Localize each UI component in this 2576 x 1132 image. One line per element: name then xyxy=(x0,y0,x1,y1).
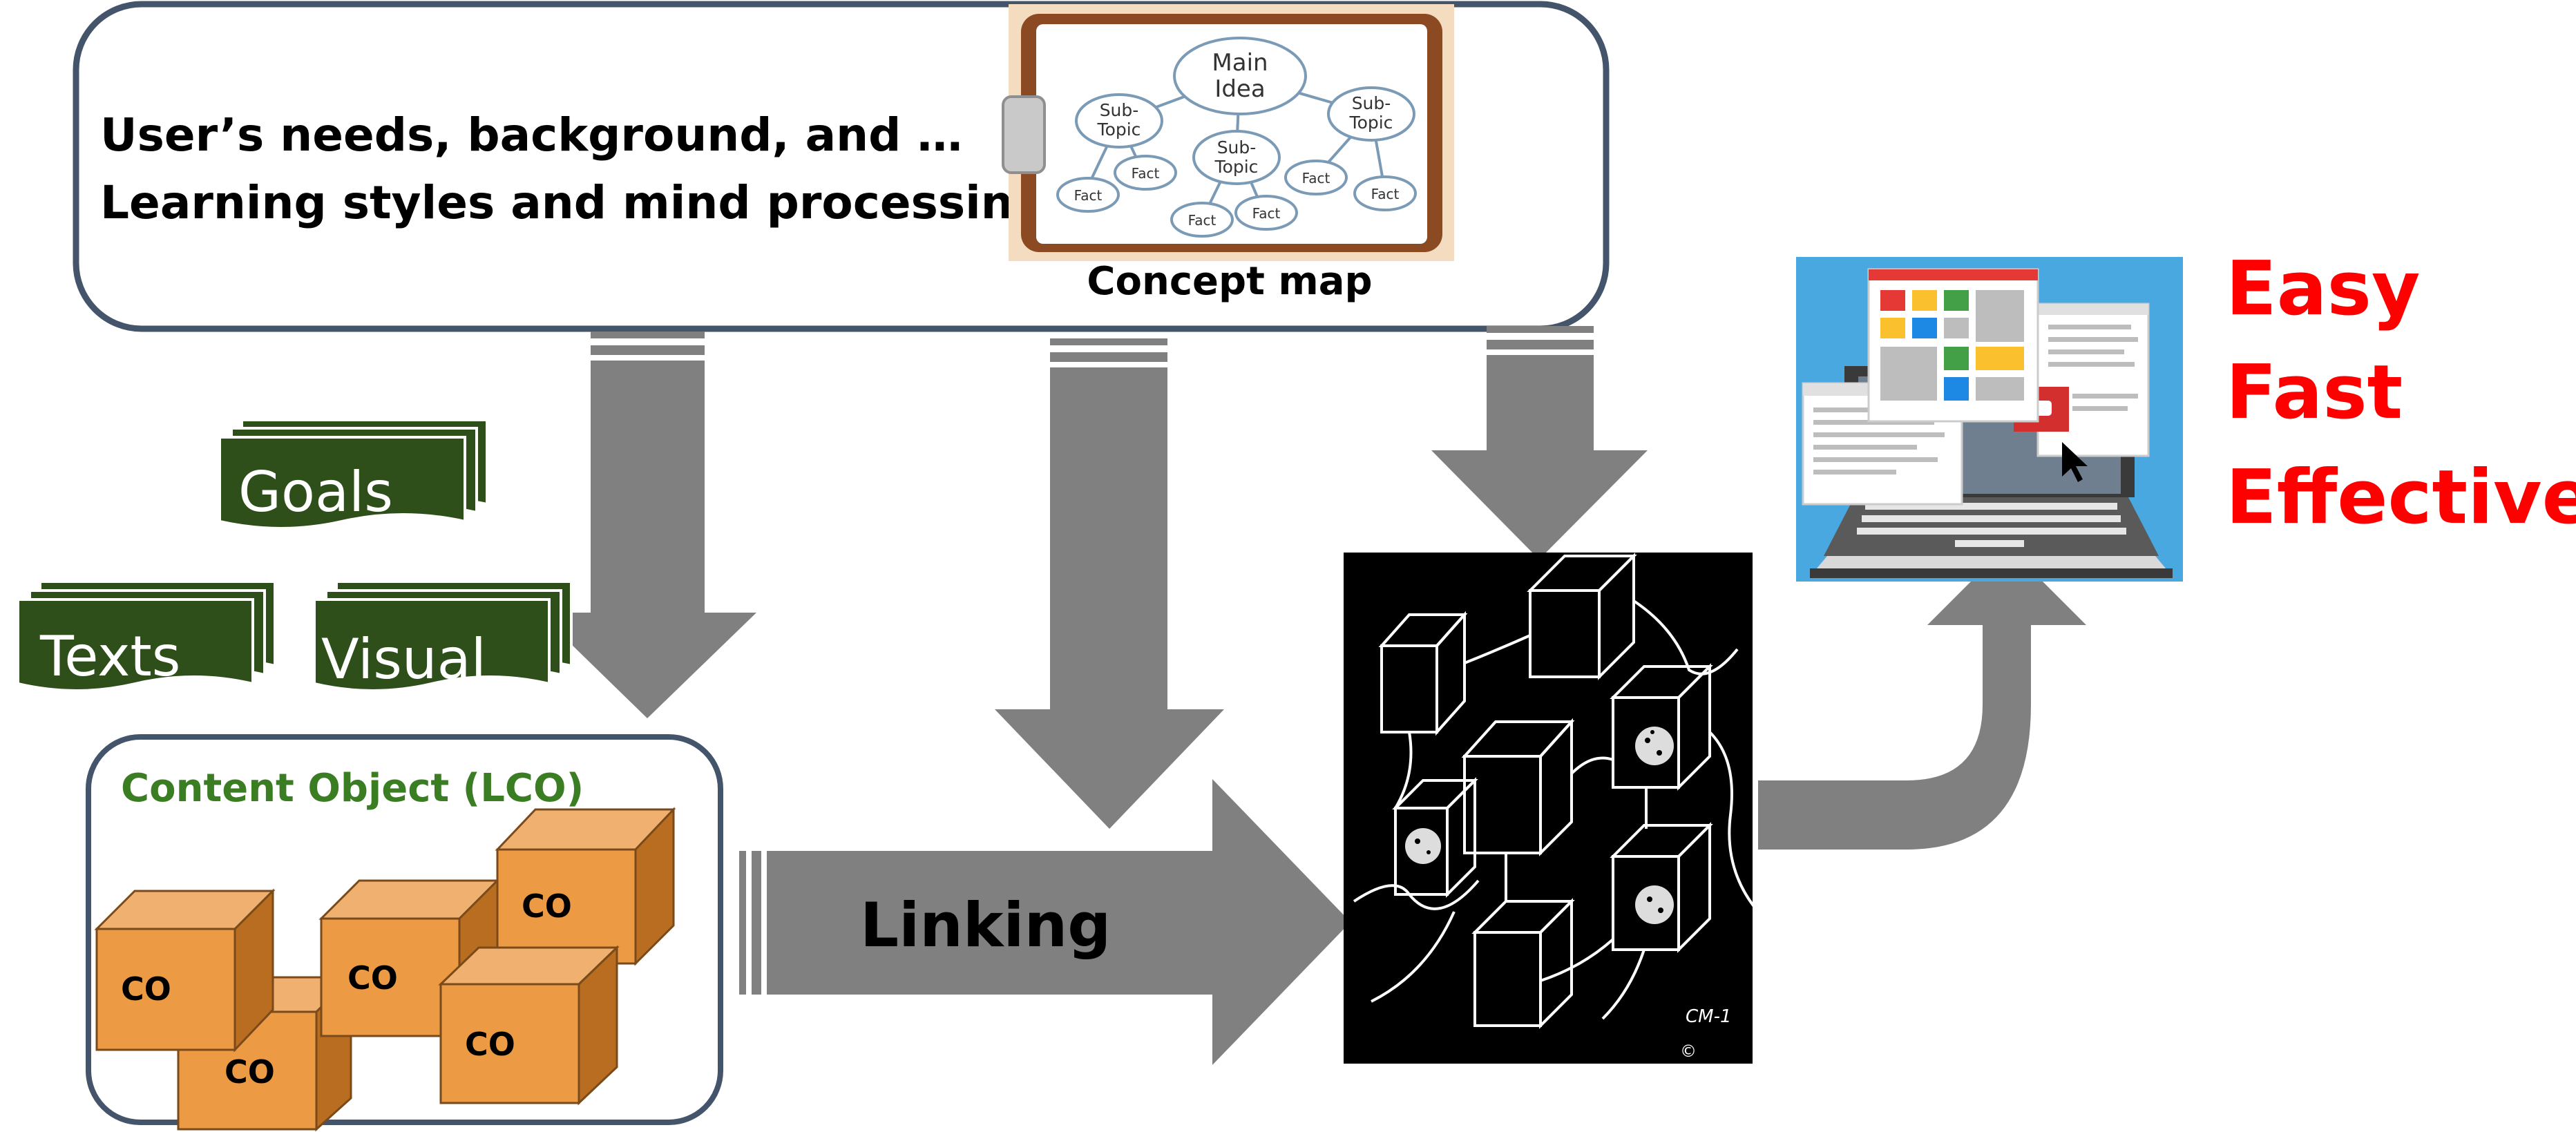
linking-label: Linking xyxy=(860,890,1111,961)
curved-arrow-to-laptop xyxy=(1758,546,2086,850)
concept-fact-3: Fact xyxy=(1188,212,1217,229)
outcome-easy: Easy xyxy=(2226,246,2420,332)
co-cubes: CO CO CO CO CO xyxy=(94,807,676,1132)
visual-tile: Visual xyxy=(313,580,573,692)
laptop-illustration xyxy=(1796,257,2183,582)
concept-fact-6: Fact xyxy=(1371,186,1400,202)
sketch-label-1: CM-1 xyxy=(1686,1006,1732,1027)
co-cube-2: CO xyxy=(94,888,276,1053)
concept-fact-4: Fact xyxy=(1252,205,1281,222)
linking-arrow xyxy=(739,779,1351,1065)
goals-tile: Goals xyxy=(218,419,488,530)
sketch-label-2: © xyxy=(1680,1042,1697,1061)
concept-subtopic-right-line1: Sub- xyxy=(1352,93,1391,113)
visual-label: Visual xyxy=(321,627,486,691)
content-object-title: Content Object (LCO) xyxy=(121,766,584,811)
goals-label: Goals xyxy=(238,460,393,524)
concept-main-idea-line1: Main xyxy=(1212,49,1268,77)
co-cube-4-label: CO xyxy=(522,888,572,925)
co-cube-5-label: CO xyxy=(465,1026,515,1063)
concept-map-illustration: Main Idea Sub- Topic Sub- Topic Sub- Top… xyxy=(1002,4,1454,261)
concept-fact-2: Fact xyxy=(1132,165,1160,182)
co-cube-2-label: CO xyxy=(121,970,171,1008)
concept-map-caption: Concept map xyxy=(1087,259,1372,304)
concept-subtopic-mid-line1: Sub- xyxy=(1217,137,1257,157)
outcome-effective: Effective xyxy=(2226,454,2576,541)
concept-subtopic-right-line2: Topic xyxy=(1349,113,1393,133)
co-cube-5: CO xyxy=(438,945,620,1106)
user-needs-line1: User’s needs, background, and … xyxy=(100,108,962,162)
network-sketch: CM-1 © xyxy=(1344,553,1759,1064)
co-cube-3: CO xyxy=(318,878,500,1039)
concept-fact-1: Fact xyxy=(1074,187,1103,204)
co-cube-4: CO xyxy=(495,807,676,966)
user-needs-line2: Learning styles and mind processing xyxy=(100,176,1046,229)
concept-main-idea-line2: Idea xyxy=(1214,75,1265,103)
co-cube-3-label: CO xyxy=(347,959,398,997)
concept-subtopic-left-line2: Topic xyxy=(1097,119,1141,140)
texts-tile: Texts xyxy=(17,580,276,692)
co-cube-1-label: CO xyxy=(225,1053,275,1091)
down-arrow-left xyxy=(539,332,756,718)
outcome-fast: Fast xyxy=(2226,349,2403,436)
down-arrow-middle xyxy=(995,338,1224,829)
concept-subtopic-left-line1: Sub- xyxy=(1100,100,1139,120)
concept-fact-5: Fact xyxy=(1302,170,1330,186)
down-arrow-right xyxy=(1431,326,1648,559)
texts-label: Texts xyxy=(39,624,180,689)
concept-subtopic-mid-line2: Topic xyxy=(1214,157,1259,177)
